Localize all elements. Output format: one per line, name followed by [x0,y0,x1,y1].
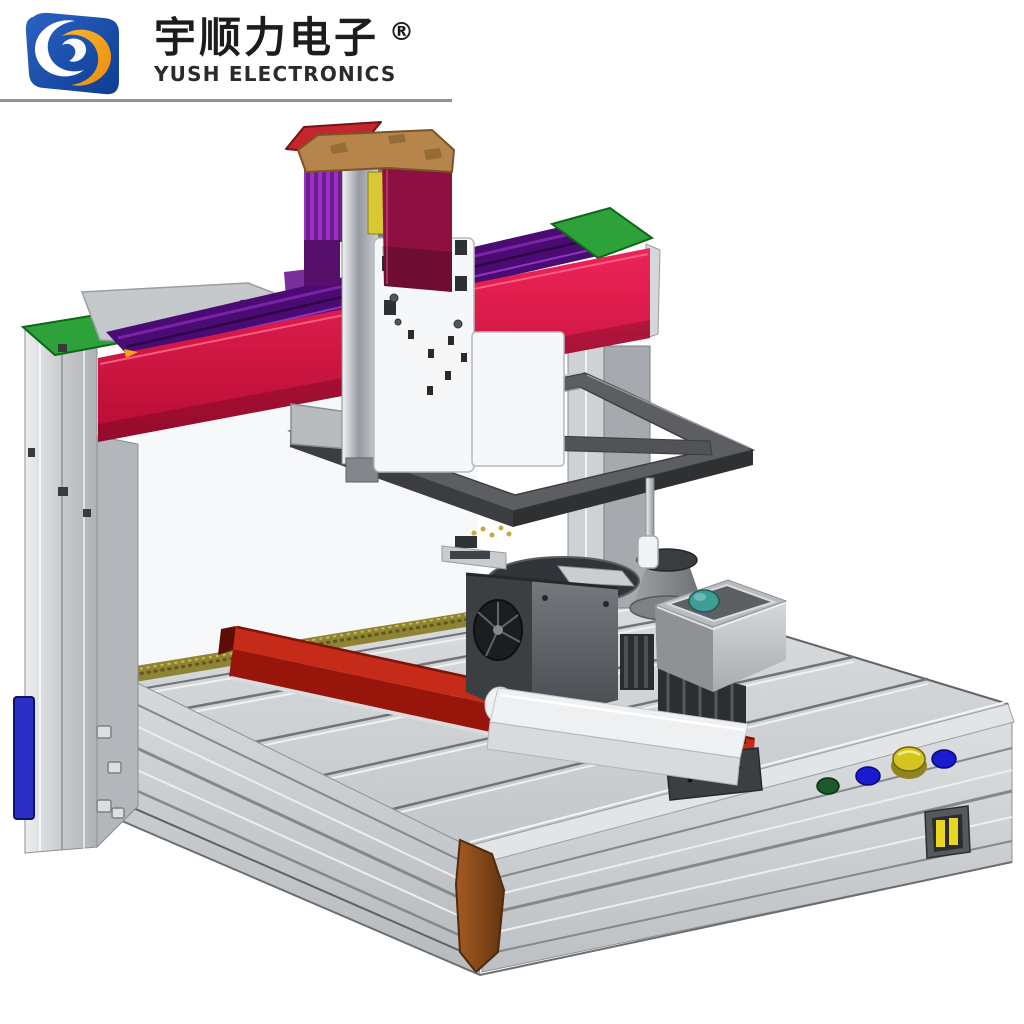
blue-indicator-button-left [855,766,881,786]
yellow-button-highlight [897,750,921,757]
control-buttons [816,746,957,795]
head-box-top-edge [465,572,619,590]
table-bottom-edge [114,817,1013,977]
motor-fin-ribs [306,152,342,242]
brand-logo-text: 宇顺力电子 ® YUSH ELECTRONICS [154,8,414,86]
tan-top-blotches [330,134,442,160]
brand-logo: 宇顺力电子 ® YUSH ELECTRONICS [18,8,414,96]
camera-box-front-left [655,605,713,692]
carriage-front [486,721,741,786]
camera-box-front-right [713,601,786,692]
brand-logo-icon [25,12,120,95]
left-support-column [13,313,139,854]
column-markings [28,344,91,517]
plate-screws [389,293,463,329]
logo-swirl-orange [62,29,112,86]
motor-maroon-face [382,156,452,292]
blue-indicator-button-right [931,749,957,769]
power-switch-rocker-left [936,820,945,847]
box-screw2 [603,601,609,607]
corner-end-cap [454,838,506,974]
power-switch-rocker-right [949,818,958,845]
plate-markings [408,330,467,395]
logo-swirl-white [34,20,84,77]
teal-dome-lens [688,589,720,613]
z-motor-block [285,121,455,292]
y-axis-and-head [218,477,788,801]
platter-arm [556,565,636,587]
cooling-fan [473,599,523,661]
carriage-highlight [499,693,746,732]
frame-front-face-right [513,450,753,527]
motor-maroon-shadow [382,246,452,292]
teal-dome-highlight [694,593,706,601]
column-blue-side-plate [13,696,35,820]
cable-sparkle-dots [471,525,512,538]
camera-box-edge-highlight [656,602,786,631]
z-mount-plate-lower [471,331,565,467]
slat-bars-left [624,636,648,688]
brand-name-chinese: 宇顺力电子 [154,13,380,62]
z-axis-assembly [285,121,565,538]
logo-swirl-white-hook [62,38,87,62]
z-column-foot [345,457,379,483]
brand-name-chinese-row: 宇顺力电子 ® [154,13,415,62]
table-front-face-ridges [481,747,1013,956]
logo-divider-line [0,99,452,102]
head-bracket-slot [450,551,490,559]
y-rail-end-cap [218,626,236,655]
table-left-face-ridges [114,693,480,960]
beam-green-end-cap [549,206,655,260]
frame-edge-highlight-right [586,374,751,449]
motor-lower-purple [304,240,340,286]
column-bracket-tabs [96,725,125,819]
cable-track-texture [125,589,639,678]
beam-origin-arrow [124,349,138,358]
head-top-bracket-block [455,536,477,548]
fixture-pin [637,535,659,569]
box-screw1 [542,595,548,601]
column-side-face [96,435,139,849]
green-indicator-button [816,777,840,795]
head-box-front-face [532,580,618,722]
cable-track-highlight [125,585,639,672]
motor-tan-top [297,129,455,173]
brand-name-english: YUSH ELECTRONICS [154,62,397,87]
registered-trademark-symbol: ® [389,17,415,46]
power-switch [924,805,971,859]
fixture-rod [645,477,655,543]
